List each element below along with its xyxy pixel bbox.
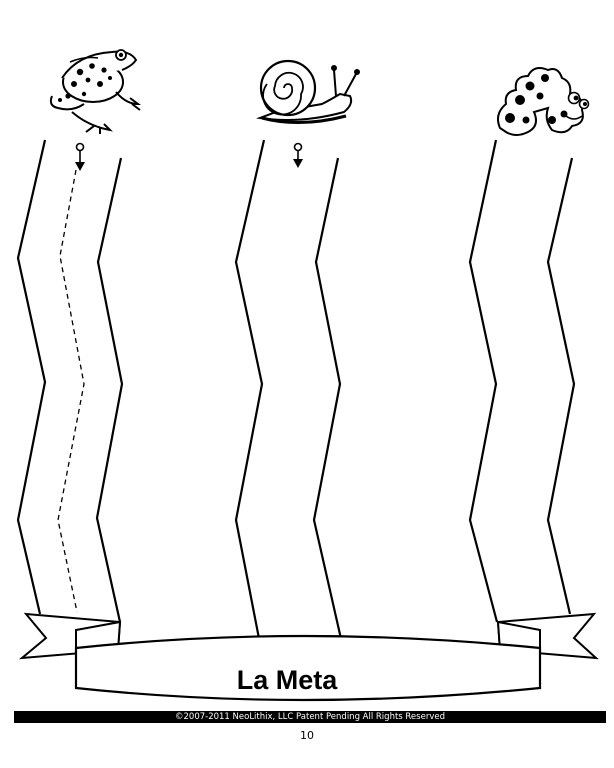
path-1-tracing-guide: [57, 169, 85, 613]
path-1-left-wall: [16, 139, 47, 615]
caterpillar-icon: [497, 67, 590, 136]
start-arrow-1-icon: [75, 142, 85, 171]
path-2-left-wall: [234, 139, 266, 655]
copyright-bar: ©2007-2011 NeoLithix, LLC Patent Pending…: [14, 711, 606, 723]
path-2-right-wall: [312, 157, 346, 653]
frog-icon: [49, 49, 142, 134]
path-1-right-wall: [95, 157, 124, 623]
path-3-right-wall: [546, 157, 576, 615]
snail-icon: [256, 59, 360, 124]
page-number: 10: [300, 729, 314, 742]
path-3-left-wall: [468, 139, 499, 623]
goal-label: La Meta: [237, 665, 339, 695]
goal-banner: La Meta: [18, 612, 599, 702]
start-arrow-2-icon: [293, 142, 303, 168]
